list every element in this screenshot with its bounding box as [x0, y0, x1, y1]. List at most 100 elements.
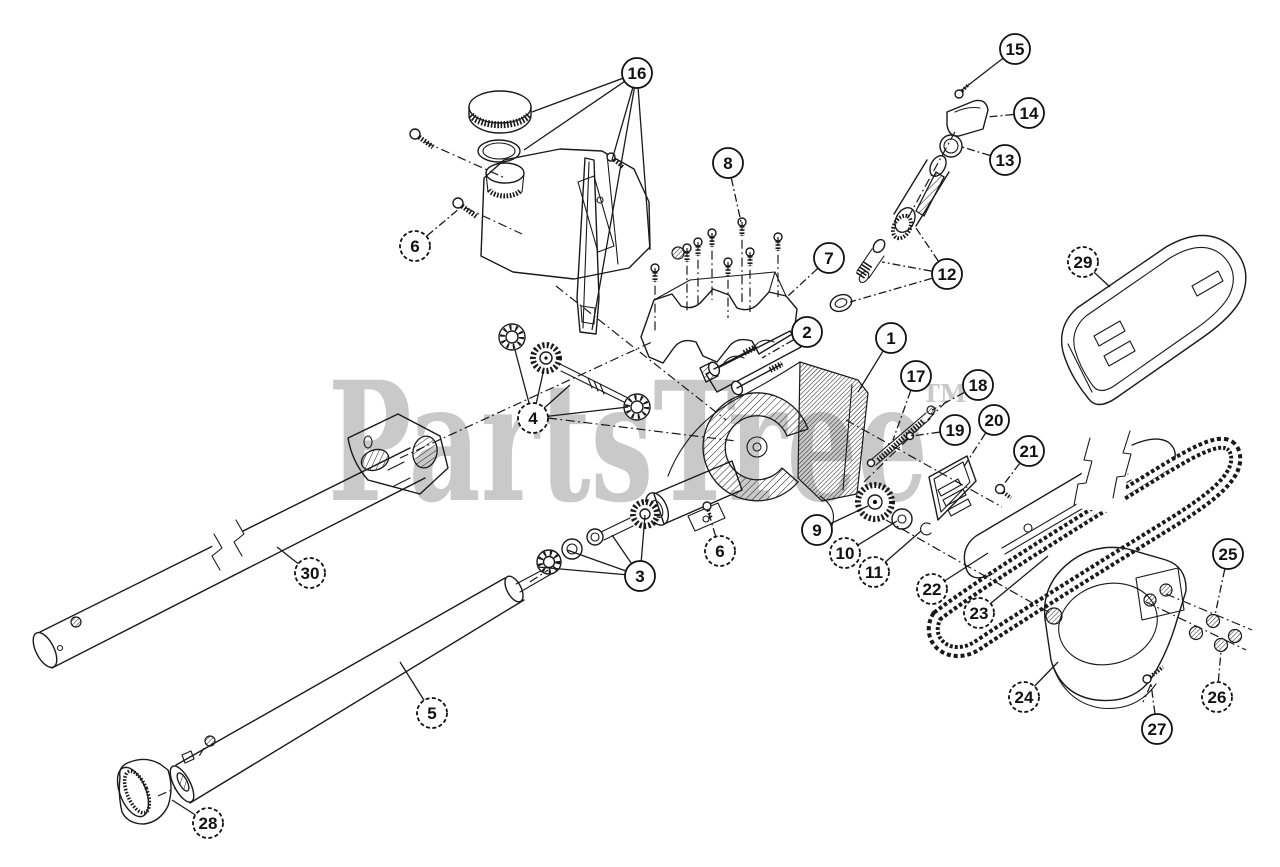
callout-number: 9 — [812, 521, 821, 540]
callout-13: 13 — [989, 144, 1021, 176]
callout-circle — [791, 316, 823, 348]
callout-30: 30 — [294, 557, 326, 589]
callout-circle — [939, 414, 971, 446]
callout-23: 23 — [963, 597, 995, 629]
callout-circle — [1067, 246, 1099, 278]
callout-number: 10 — [836, 544, 855, 563]
leader-line-6 — [414, 207, 461, 247]
callout-circle — [978, 404, 1010, 436]
callout-circle — [712, 147, 744, 179]
callout-number: 4 — [528, 409, 538, 428]
callout-26: 26 — [1201, 681, 1233, 713]
part-clamp-screws — [650, 217, 783, 282]
part-saw-chain — [926, 436, 1243, 658]
callout-circle — [399, 230, 431, 262]
part-driveshaft-bearings — [498, 323, 651, 421]
callout-circle — [416, 697, 448, 729]
callout-number: 25 — [1219, 545, 1238, 564]
part-bar-nuts — [1188, 613, 1243, 653]
callout-circle — [1201, 681, 1233, 713]
callout-number: 7 — [824, 249, 833, 268]
callout-number: 8 — [723, 154, 732, 173]
callout-14: 14 — [1013, 97, 1045, 129]
part-fuel-cap — [468, 90, 532, 134]
part-sprocket-cover — [1043, 546, 1187, 710]
part-tensioner-screw — [866, 405, 936, 468]
callout-number: 1 — [886, 329, 895, 348]
callout-number: 15 — [1006, 40, 1025, 59]
callout-number: 22 — [923, 580, 942, 599]
leader-line-7 — [787, 257, 830, 297]
callout-number: 17 — [907, 367, 926, 386]
callout-11: 11 — [858, 556, 890, 588]
callout-24: 24 — [1008, 681, 1040, 713]
callout-29: 29 — [1067, 246, 1099, 278]
part-pinion-bearings — [536, 499, 660, 575]
axis-line — [555, 285, 727, 421]
callout-number: 24 — [1015, 688, 1034, 707]
part-end-cap — [116, 758, 172, 825]
part-guide-bar — [963, 438, 1176, 579]
leader-line-25 — [1214, 553, 1229, 616]
bar-break-cutout — [1073, 428, 1134, 514]
callout-4: 4 — [517, 402, 549, 434]
callout-circle — [517, 402, 549, 434]
callout-7: 7 — [813, 242, 845, 274]
part-tank-mount-screws — [409, 128, 685, 260]
axis-line — [845, 419, 1003, 508]
callout-number: 21 — [1020, 442, 1039, 461]
callout-number: 12 — [938, 265, 957, 284]
callout-number: 30 — [301, 564, 320, 583]
leader-line-3 — [537, 566, 641, 577]
part-coupler-washer — [829, 293, 853, 313]
callout-number: 3 — [635, 567, 644, 586]
callout-28: 28 — [192, 807, 224, 839]
callout-circle — [858, 556, 890, 588]
callout-circle — [900, 360, 932, 392]
callout-circle — [704, 535, 736, 567]
part-coupler-tube — [890, 155, 950, 241]
callout-circle — [962, 369, 994, 401]
callout-number: 11 — [865, 563, 883, 582]
leader-line-2 — [761, 331, 808, 359]
callout-circle — [801, 514, 833, 546]
part-sprocket — [855, 482, 895, 522]
callout-circle — [294, 557, 326, 589]
callout-5: 5 — [416, 697, 448, 729]
axis-line — [197, 747, 205, 759]
part-clamp-lower — [699, 330, 802, 396]
callout-circle — [963, 597, 995, 629]
axis-line — [1142, 683, 1152, 703]
axis-line — [1165, 593, 1253, 631]
leader-line-16 — [636, 72, 651, 251]
leader-line-4 — [532, 406, 629, 419]
leader-line-16 — [531, 72, 638, 113]
axis-lines — [157, 129, 1253, 797]
leader-line-18 — [931, 384, 979, 411]
axis-line — [529, 569, 549, 583]
leader-line-12 — [915, 227, 948, 275]
part-clamp-upper — [640, 271, 798, 364]
callout-circle — [931, 258, 963, 290]
part-oil-tank — [480, 148, 651, 280]
axis-line — [465, 207, 523, 235]
part-bar-scabbard — [1060, 234, 1247, 406]
part-thrust-washer — [891, 508, 913, 530]
callout-27: 27 — [1141, 713, 1173, 745]
leader-line-12 — [849, 273, 948, 303]
callout-circle — [1212, 538, 1244, 570]
leader-line-16 — [523, 72, 638, 151]
callout-number: 20 — [985, 411, 1004, 430]
part-boom-tube — [32, 413, 449, 669]
callout-circle — [999, 33, 1031, 65]
callout-number: 27 — [1148, 720, 1167, 739]
callout-number: 5 — [427, 704, 436, 723]
callout-circle — [192, 807, 224, 839]
callout-number: 6 — [410, 237, 419, 256]
axis-line — [399, 341, 653, 459]
callout-number: 23 — [970, 604, 989, 623]
part-drive-tube — [169, 563, 556, 804]
